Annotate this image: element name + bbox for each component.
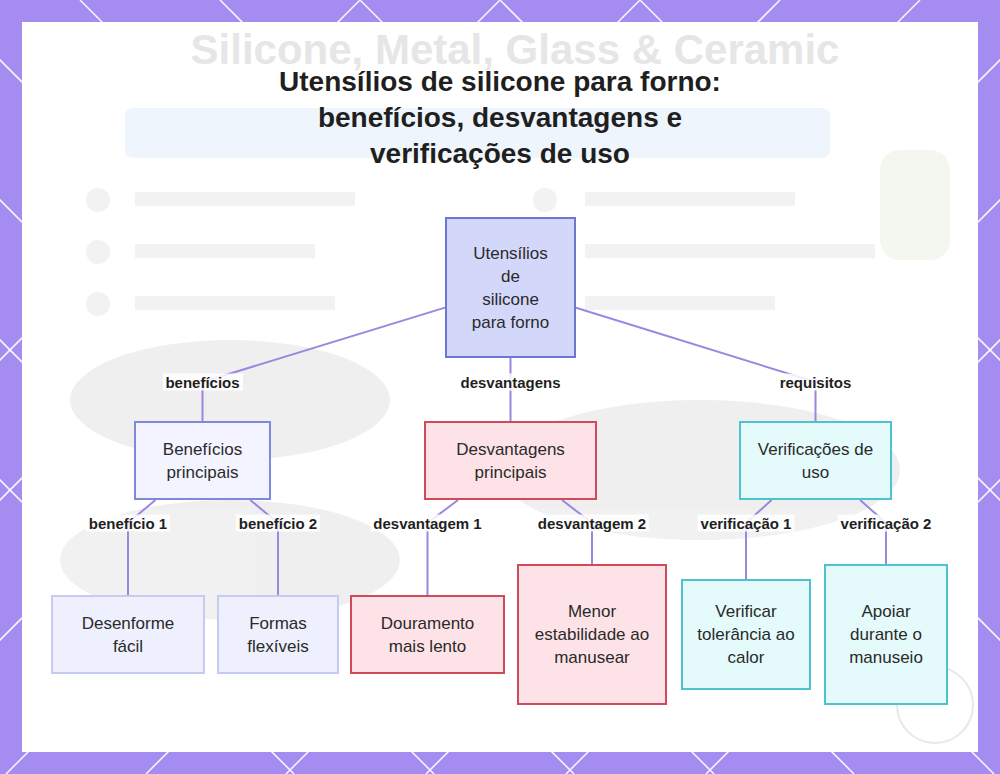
- leaf-box: Douramento mais lento: [350, 595, 505, 674]
- edge-label: verificação 1: [698, 515, 795, 532]
- text-stack: Menor estabilidade ao manusear: [533, 600, 651, 669]
- edge-label: benefício 2: [236, 515, 320, 532]
- root-box: Utensílios de silicone para forno: [445, 217, 576, 358]
- text-stack: Desvantagens principais: [434, 438, 587, 484]
- text-stack: Utensílios de silicone para forno: [471, 242, 550, 334]
- node-label: Utensílios de silicone para forno: [471, 242, 550, 334]
- leaf-box: Formas flexíveis: [217, 595, 339, 674]
- edge-label: verificação 2: [838, 515, 935, 532]
- edge-label: benefícios: [162, 374, 242, 391]
- node-label: Benefícios principais: [144, 438, 261, 484]
- leaf-box: Verificar tolerância ao calor: [681, 579, 811, 690]
- edge-label: desvantagem 2: [535, 515, 649, 532]
- leaf-box: Menor estabilidade ao manusear: [517, 564, 667, 705]
- leaf-box: Apoiar durante o manuseio: [824, 564, 948, 705]
- text-stack: Verificar tolerância ao calor: [695, 600, 797, 669]
- leaf-box: Desenforme fácil: [51, 595, 205, 674]
- node-label: Verificações de uso: [749, 438, 882, 484]
- node-label: Apoiar durante o manuseio: [838, 600, 934, 669]
- node-label: Menor estabilidade ao manusear: [533, 600, 651, 669]
- connector-line: [562, 500, 592, 564]
- connector-line: [746, 500, 772, 579]
- text-stack: Douramento mais lento: [364, 612, 491, 658]
- edge-label: requisitos: [777, 374, 855, 391]
- category-box: Desvantagens principais: [424, 421, 597, 500]
- text-stack: Apoiar durante o manuseio: [838, 600, 934, 669]
- text-stack: Benefícios principais: [144, 438, 261, 484]
- white-panel: [22, 22, 978, 752]
- faded-photo: [60, 108, 950, 620]
- edge-label: desvantagem 1: [370, 515, 484, 532]
- connector-line: [576, 308, 816, 421]
- connector-line: [860, 500, 886, 564]
- node-label: Formas flexíveis: [231, 612, 325, 658]
- edge-label: benefício 1: [86, 515, 170, 532]
- text-stack: Formas flexíveis: [231, 612, 325, 658]
- node-label: Verificar tolerância ao calor: [695, 600, 797, 669]
- text-stack: Desenforme fácil: [65, 612, 191, 658]
- node-label: Douramento mais lento: [364, 612, 491, 658]
- category-box: Verificações de uso: [739, 421, 892, 500]
- node-label: Desvantagens principais: [434, 438, 587, 484]
- connector-line: [203, 308, 446, 421]
- node-label: Desenforme fácil: [65, 612, 191, 658]
- category-box: Benefícios principais: [134, 421, 271, 500]
- diagram-title: Utensílios de silicone para forno: benef…: [240, 64, 760, 172]
- text-stack: Verificações de uso: [749, 438, 882, 484]
- edge-label: desvantagens: [457, 374, 563, 391]
